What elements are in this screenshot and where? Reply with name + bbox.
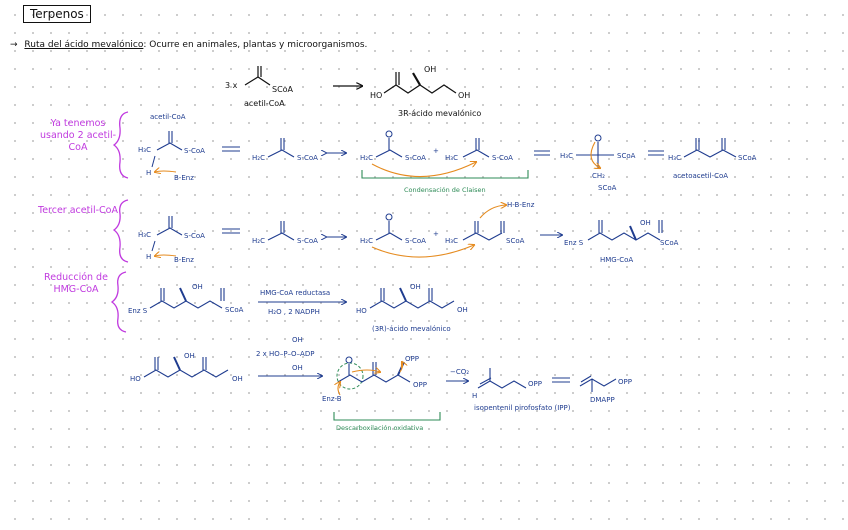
row2-h-b-enz: H-B-Enz [507, 201, 535, 209]
row3-scoa: SCoA [225, 306, 244, 314]
row2-acac-h3c: H₃C [445, 237, 458, 245]
row4-reagent: 2 x HO–P–O–ADP [256, 350, 314, 358]
row1-tetra-scoa-2: SCoA [598, 184, 617, 192]
row4-h: H [472, 392, 477, 400]
row1-plus: + [433, 147, 439, 155]
row2-h3c: H₃C [138, 231, 151, 239]
overview-oh2: OH [458, 91, 470, 100]
overview-multiplier: 3 x [225, 81, 238, 90]
overview-ho: HO [370, 91, 382, 100]
row1-equilibrium-1 [222, 146, 240, 152]
row4-phosphorylation: HO OH OH OH 2 x HO–P–O–ADP OH OPP OPP En… [130, 336, 632, 432]
row4-oh-2: OH [232, 375, 243, 383]
section-label-3: Reducción de HMG-CoA [44, 272, 108, 295]
row3-enz-s: Enz S [128, 307, 148, 315]
row1-tetra-ch2: CH₂ [592, 172, 605, 180]
row1-tetra-scoa-1: SCoA [617, 152, 636, 160]
row4-p-top: OH [292, 336, 303, 344]
row1-scoa-4: S-CoA [492, 154, 513, 162]
overview-scoa: SCoA [272, 85, 294, 94]
row3-enzyme: HMG-CoA reductasa [260, 289, 330, 297]
row4-p-bottom: OH [292, 364, 303, 372]
row2-b-enz: B-Enz [174, 256, 194, 264]
row4-opp-4: OPP [618, 378, 632, 386]
row2-enolate-h2c-2: H₂C [360, 237, 373, 245]
section-bracket-2 [112, 199, 129, 263]
row1-product-h3c: H₃C [668, 154, 681, 162]
row3-reduction: Enz S OH SCoA HMG-CoA reductasa H₂O , 2 … [128, 283, 468, 333]
section-label-1: Ya tenemos usando 2 acetil-CoA [39, 118, 117, 153]
intro-text: : Ocurre en animales, plantas y microorg… [143, 40, 368, 50]
intro-heading: Ruta del ácido mevalónico [24, 40, 144, 50]
section-label-2: Tercer acetil-CoA [38, 205, 118, 216]
row3-oh-1: OH [192, 283, 203, 291]
row1-scoa-3: S-CoA [405, 154, 426, 162]
row2-h: H [146, 253, 151, 261]
row4-ho: HO [130, 375, 141, 383]
decarb-highlight [336, 362, 364, 390]
row4-opp-3: OPP [528, 380, 542, 388]
row3-oh-3: OH [457, 306, 468, 314]
page-title: Terpenos [23, 5, 91, 23]
row2-plus: + [433, 230, 439, 238]
row1-product-name: acetoacetil-CoA [673, 172, 728, 180]
row4-equilibrium [552, 377, 570, 383]
row1-enolate-h2c-2: H₂C [360, 154, 373, 162]
decarb-bracket [333, 412, 441, 421]
row1-start-name: acetil-CoA [150, 113, 186, 121]
row1-h3c-2: H₃C [445, 154, 458, 162]
row1-equilibrium-2 [534, 150, 550, 156]
row3-product-name: (3R)-ácido mevalónico [372, 325, 451, 333]
overview-oh1: OH [424, 65, 436, 74]
claisen-bracket [361, 170, 529, 179]
row2-scoa-1: S-CoA [184, 232, 205, 240]
row4-opp-2: OPP [413, 381, 427, 389]
row2-enz-s: Enz S [564, 239, 584, 247]
row4-dmapp-name: DMAPP [590, 396, 615, 404]
row4-enz-b: Enz-B [322, 395, 342, 403]
row2-scoa-3: S-CoA [405, 237, 426, 245]
row1-product-scoa: SCoA [738, 154, 757, 162]
claisen-label: Condensación de Claisen [404, 186, 486, 194]
overview-reactant-name: acetil-CoA [244, 99, 285, 108]
row1-h: H [146, 169, 151, 177]
section-bracket-1 [112, 111, 129, 179]
overview-product-name: 3R-ácido mevalónico [398, 108, 481, 118]
mevalonate-skeleton [383, 84, 457, 94]
overview-reaction: 3 x SCoA acetil-CoA HO OH OH 3R-ácido me… [225, 65, 481, 118]
row1-b-enz: B-Enz [174, 174, 194, 182]
section-bracket-3 [110, 271, 127, 333]
row4-ipp-name: isopentenil pirofosfato (IPP) [474, 404, 571, 412]
row1-h3c: H₃C [138, 146, 151, 154]
row1-mechanism: acetil-CoA H₃C S-CoA H B-Enz H₂C S-CoA H… [138, 113, 757, 194]
row1-scoa-2: S-CoA [297, 154, 318, 162]
row2-oh: OH [640, 219, 651, 227]
row2-mechanism: H₃C S-CoA H B-Enz H₂C S-CoA H₂C S-CoA + … [138, 201, 679, 264]
decarb-label: Descarboxilación oxidativa [336, 424, 423, 432]
row4-opp-1: OPP [405, 355, 419, 363]
row2-scoa-2: S-CoA [297, 237, 318, 245]
arrow-icon: → [10, 40, 18, 50]
row1-tetra-h3c: H₃C [560, 152, 573, 160]
row4-co2: −CO₂ [450, 368, 469, 376]
row1-equilibrium-3 [648, 150, 664, 156]
intro-line: → Ruta del ácido mevalónico: Ocurre en a… [10, 40, 367, 50]
row2-enolate-h2c-1: H₂C [252, 237, 265, 245]
row2-scoa: SCoA [660, 239, 679, 247]
row4-oh-1: OH [184, 352, 195, 360]
row3-ho: HO [356, 307, 367, 315]
row2-product-name: HMG-CoA [600, 256, 633, 264]
row3-oh-2: OH [410, 283, 421, 291]
row2-acac-scoa: SCoA [506, 237, 525, 245]
row1-enolate-h2c-1: H₂C [252, 154, 265, 162]
row1-scoa-1: S-CoA [184, 147, 205, 155]
row3-conditions: H₂O , 2 NADPH [268, 308, 320, 316]
acetyl-skeleton [244, 76, 271, 86]
